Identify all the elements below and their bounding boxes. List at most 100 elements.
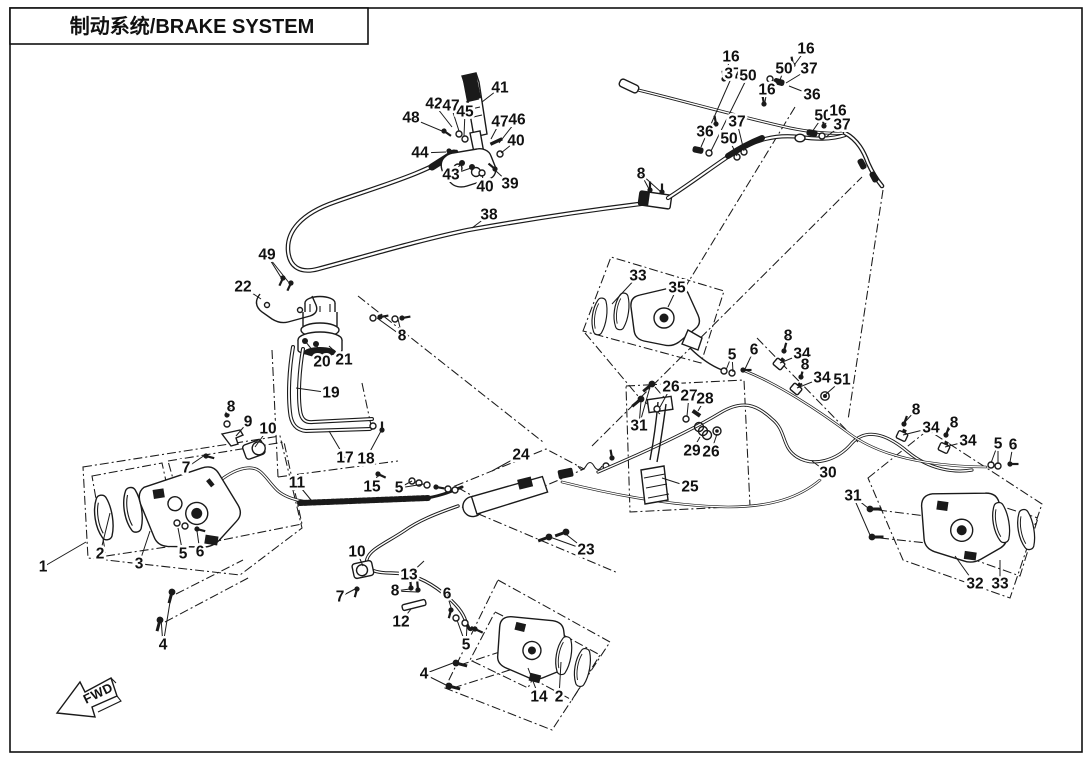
part-label-32-85: 32 xyxy=(966,576,983,593)
part-label-36-20: 36 xyxy=(696,124,714,141)
part-label-34-76: 34 xyxy=(813,370,831,387)
part-label-31-68: 31 xyxy=(630,418,648,435)
leader-line xyxy=(852,495,869,509)
part-label-46-6: 46 xyxy=(508,112,526,129)
leader-line xyxy=(700,73,734,148)
leader-line xyxy=(796,377,823,389)
part-label-9-37: 9 xyxy=(244,414,253,431)
part-label-20-31: 20 xyxy=(313,354,330,371)
part-label-37-21: 37 xyxy=(728,114,745,131)
leader-line xyxy=(419,151,447,154)
part-label-50-14: 50 xyxy=(739,68,756,85)
leader-line xyxy=(397,318,403,337)
part-label-14-59: 14 xyxy=(530,689,548,706)
leader-line xyxy=(744,349,755,370)
leader-line xyxy=(659,386,672,408)
leader-line xyxy=(638,386,651,427)
leader-line xyxy=(242,286,262,300)
leader-line xyxy=(196,530,201,553)
part-label-26-65: 26 xyxy=(662,379,680,396)
part-label-15-41: 15 xyxy=(363,479,381,496)
part-label-13-52: 13 xyxy=(400,567,418,584)
leader-line xyxy=(365,430,382,460)
leader-line xyxy=(339,588,356,598)
leader-line xyxy=(686,395,690,417)
part-label-27-66: 27 xyxy=(680,388,697,405)
leader-line xyxy=(779,353,803,364)
leader-line xyxy=(99,512,111,555)
part-label-24-49: 24 xyxy=(512,447,530,464)
leader-line xyxy=(611,275,639,305)
leader-line xyxy=(408,560,425,576)
leader-lines xyxy=(42,48,1014,698)
leader-line xyxy=(825,124,843,138)
part-label-51-77: 51 xyxy=(833,372,851,389)
leader-line xyxy=(266,254,291,285)
leader-line xyxy=(266,254,283,280)
leader-line xyxy=(328,430,346,459)
leader-line xyxy=(640,173,662,193)
leader-line xyxy=(736,121,745,152)
part-label-2-44: 2 xyxy=(96,546,105,563)
part-label-16-24: 16 xyxy=(829,103,847,120)
leader-line xyxy=(400,608,412,623)
part-label-34-74: 34 xyxy=(793,346,811,363)
part-label-30-72: 30 xyxy=(819,465,836,482)
leader-line xyxy=(456,619,467,646)
leader-line xyxy=(328,345,345,361)
part-label-47-2: 47 xyxy=(442,98,459,115)
leader-line xyxy=(471,214,490,229)
part-label-28-67: 28 xyxy=(696,391,714,408)
leader-line xyxy=(495,170,511,185)
part-label-49-28: 49 xyxy=(258,247,276,264)
leader-line xyxy=(824,379,843,396)
part-label-34-81: 34 xyxy=(959,433,977,450)
part-label-50-22: 50 xyxy=(720,131,737,148)
leader-line xyxy=(811,460,829,474)
part-label-8-78: 8 xyxy=(912,402,921,419)
rear-brake-lines-30 xyxy=(560,369,988,509)
part-label-33-61: 33 xyxy=(629,268,647,285)
leader-line xyxy=(295,387,332,394)
part-label-36-19: 36 xyxy=(803,87,821,104)
part-label-5-42: 5 xyxy=(395,480,404,497)
leader-line xyxy=(788,85,813,96)
part-label-3-45: 3 xyxy=(135,556,144,573)
part-label-33-86: 33 xyxy=(991,576,1009,593)
part-label-29-69: 29 xyxy=(683,443,701,460)
page-title: 制动系统/BRAKE SYSTEM xyxy=(70,14,314,38)
part-label-10-51: 10 xyxy=(348,544,365,561)
pipe-clamp-10b xyxy=(351,559,375,580)
part-label-4-48: 4 xyxy=(159,637,168,654)
part-label-16-18: 16 xyxy=(758,82,776,99)
leader-line xyxy=(852,495,871,536)
leader-line xyxy=(398,483,425,489)
part-label-17-34: 17 xyxy=(336,450,353,467)
front-left-caliper xyxy=(90,466,242,548)
leader-line xyxy=(945,422,955,435)
leader-line xyxy=(661,477,691,488)
part-label-16-12: 16 xyxy=(722,49,740,66)
leader-line xyxy=(794,48,807,65)
leader-line xyxy=(235,421,249,437)
part-label-18-35: 18 xyxy=(357,451,375,468)
part-label-22-29: 22 xyxy=(234,279,251,296)
part-label-19-33: 19 xyxy=(322,385,340,402)
leader-line xyxy=(423,662,454,675)
leader-line xyxy=(990,443,999,464)
part-label-2-60: 2 xyxy=(555,689,564,706)
leader-line xyxy=(667,287,678,308)
part-label-44-8: 44 xyxy=(411,145,429,162)
leader-line xyxy=(371,474,379,488)
part-label-34-79: 34 xyxy=(922,420,940,437)
part-label-1-43: 1 xyxy=(39,559,48,576)
leader-line xyxy=(138,530,151,565)
leader-line xyxy=(450,163,462,176)
part-label-5-46: 5 xyxy=(179,546,188,563)
part-label-8-54: 8 xyxy=(391,583,400,600)
part-label-48-4: 48 xyxy=(402,110,420,127)
leader-line xyxy=(446,593,453,612)
leader-line xyxy=(697,398,706,412)
leader-line xyxy=(491,454,522,472)
